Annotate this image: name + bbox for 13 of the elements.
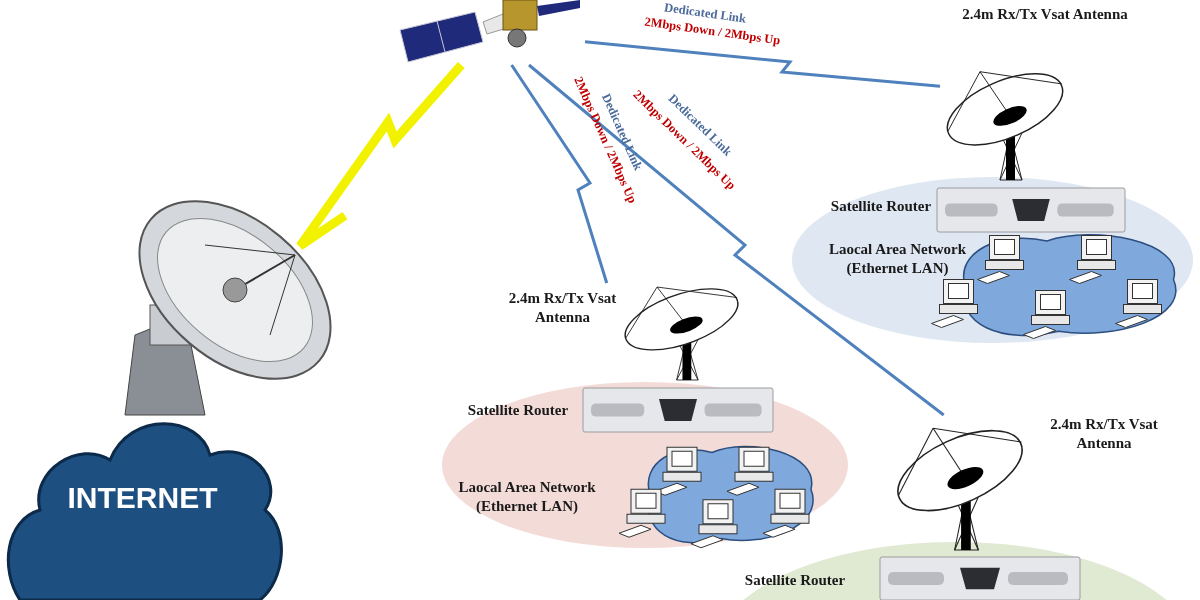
node-label: Satellite Router	[743, 571, 847, 590]
radio-link-line	[510, 64, 609, 284]
node-label: Laocal Area Network (Ethernet LAN)	[827, 240, 968, 278]
cloud-label: INTERNET	[66, 480, 219, 516]
radio-link-line	[584, 40, 941, 88]
node-label: Satellite Router	[829, 197, 933, 216]
node-label: 2.4m Rx/Tx Vsat Antenna	[961, 5, 1129, 24]
node-label: 2.4m Rx/Tx Vsat Antenna	[507, 289, 618, 327]
node-label: Laocal Area Network (Ethernet LAN)	[457, 478, 597, 516]
radio-link-line	[528, 63, 945, 417]
node-label: Satellite Router	[466, 401, 570, 420]
lightning-link	[295, 62, 465, 251]
node-label: 2.4m Rx/Tx Vsat Antenna	[1049, 415, 1159, 453]
